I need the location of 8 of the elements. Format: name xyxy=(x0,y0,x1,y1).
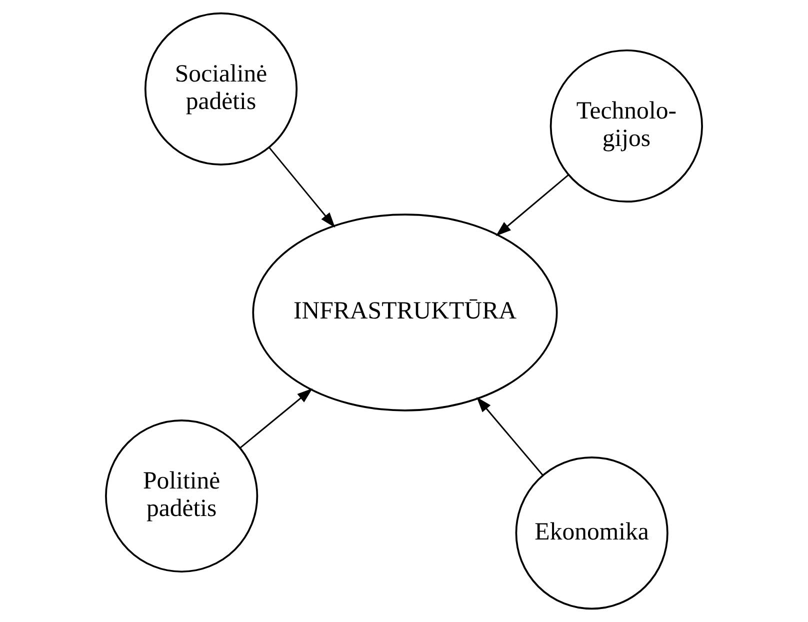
node-circle: Ekonomika xyxy=(515,456,668,610)
arrow xyxy=(268,147,336,228)
node-circle: Technolo- gijos xyxy=(550,49,703,203)
node-circle: Socialinė padėtis xyxy=(144,12,298,166)
arrow xyxy=(240,388,313,448)
node-circle: Politinė padėtis xyxy=(105,419,258,573)
arrow xyxy=(496,174,569,236)
arrow xyxy=(476,397,544,476)
